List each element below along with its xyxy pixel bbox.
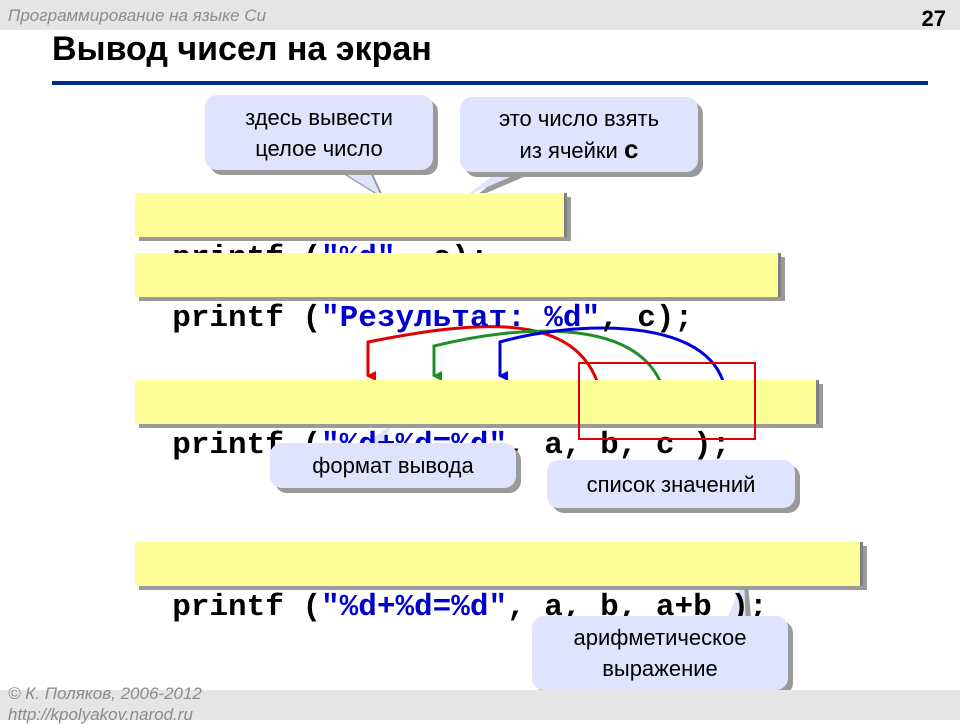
page-number: 27 xyxy=(921,6,946,31)
course-title: Программирование на языке Си xyxy=(8,6,267,25)
callout-values: список значений xyxy=(547,460,795,508)
callout-text: выражение xyxy=(602,656,718,681)
callout-print-int-tail xyxy=(336,168,381,196)
footer-author: © К. Поляков, 2006-2012 xyxy=(8,684,202,703)
code-line-3: printf ("%d+%d=%d", a, b, c ); xyxy=(135,380,819,463)
callout-print-int: здесь вывести целое число xyxy=(205,95,433,170)
values-list-highlight xyxy=(578,362,756,440)
code-line-1: printf ("%d", c); xyxy=(135,193,567,276)
callout-text: это число взять xyxy=(498,106,660,131)
callout-format: формат вывода xyxy=(270,443,516,488)
code-text: printf ( xyxy=(172,590,322,625)
code-line-4: printf ("%d+%d=%d", a, b, a+b ); xyxy=(135,542,863,625)
format-string: "Результат: %d" xyxy=(321,301,601,336)
arrow-a-to-first-d xyxy=(366,325,599,382)
callout-arith: арифметическое выражение xyxy=(532,616,788,690)
variable-name: c xyxy=(623,134,639,164)
format-string: "%d+%d=%d" xyxy=(321,590,508,625)
callout-take-from: это число взять из ячейки c xyxy=(460,97,698,172)
code-text: printf ( xyxy=(172,301,322,336)
callout-tail-shadow xyxy=(470,170,540,200)
callout-arith-tail xyxy=(724,578,746,626)
footer-bar xyxy=(0,690,960,720)
code-line-2: printf ("Результат: %d", c); xyxy=(135,253,781,336)
arrow-c-to-third-d xyxy=(498,326,725,382)
page-title: Вывод чисел на экран xyxy=(52,30,432,68)
header-bar xyxy=(0,0,960,30)
callout-text: здесь вывести xyxy=(245,104,393,130)
callout-text: из ячейки xyxy=(519,138,624,163)
title-underline xyxy=(52,81,928,85)
callout-text: целое число xyxy=(255,135,383,161)
code-text: , c); xyxy=(600,301,694,336)
footer-url[interactable]: http://kpolyakov.narod.ru xyxy=(8,705,193,724)
callout-text: арифметическое xyxy=(573,625,747,650)
callout-take-from-tail xyxy=(466,166,536,196)
